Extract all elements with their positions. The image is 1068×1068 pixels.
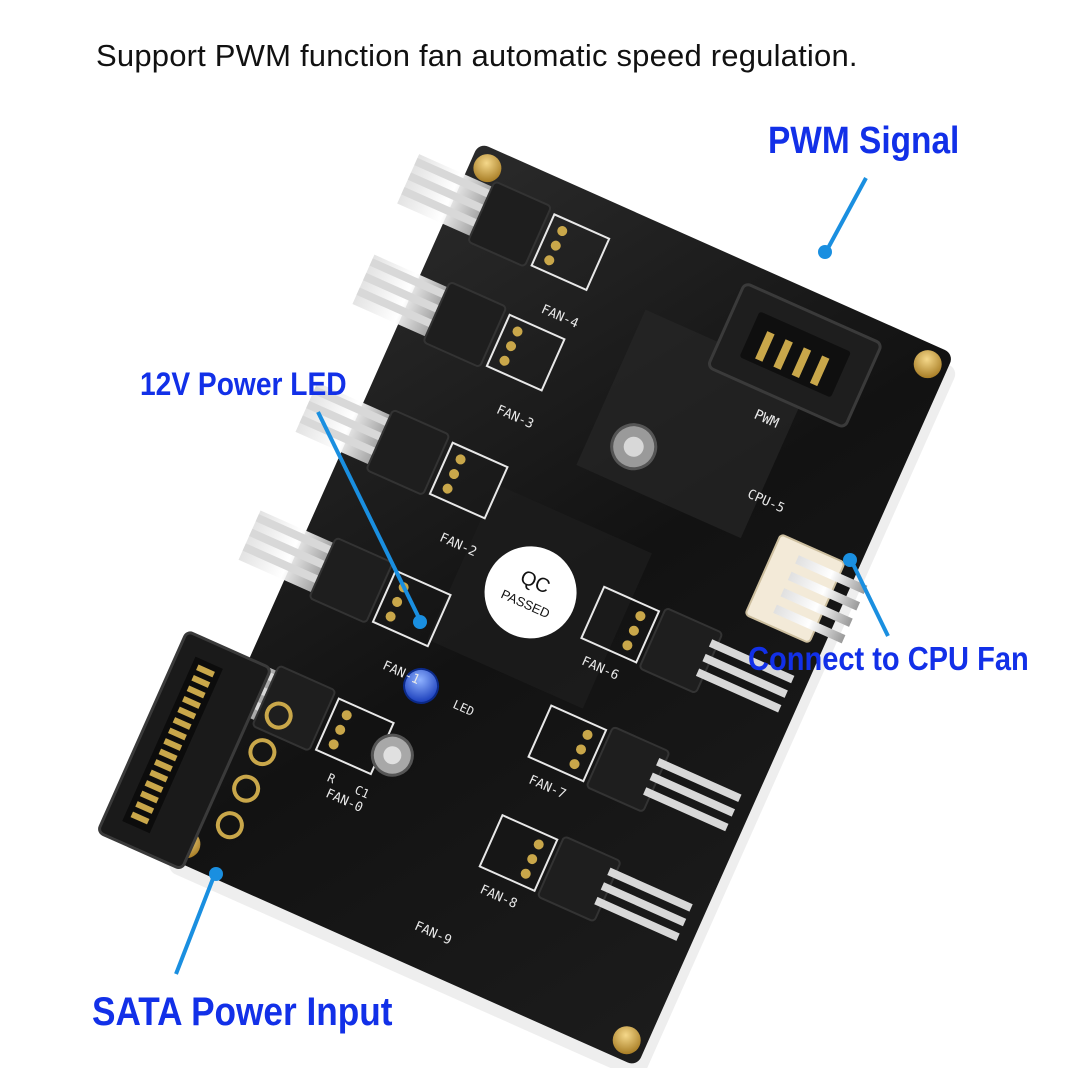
headline: Support PWM function fan automatic speed…	[96, 38, 858, 73]
standoff	[612, 1026, 641, 1055]
standoff	[473, 154, 502, 183]
pwm-connector: PWM	[708, 283, 882, 432]
pointer-led	[316, 411, 422, 621]
power-led: LED	[403, 667, 476, 719]
pointer-sata	[174, 875, 216, 975]
standoff	[913, 350, 942, 379]
pointer-cpu	[850, 561, 890, 637]
pcb-board: PWM CPU-5 QC PASSED LED R C1	[98, 145, 956, 1068]
callout-pwm-signal: PWM Signal	[768, 120, 960, 162]
callout-cpu-fan: Connect to CPU Fan	[748, 640, 1029, 677]
c-board-label: C1	[353, 783, 372, 802]
pointer-pwm	[825, 177, 868, 251]
callout-sata-input: SATA Power Input	[92, 990, 393, 1034]
callout-pointers	[174, 177, 890, 975]
qc-stamp: QC PASSED	[484, 546, 577, 639]
callout-power-led: 12V Power LED	[140, 366, 347, 402]
sata-connector	[98, 631, 271, 870]
right-fan-headers	[478, 585, 795, 941]
